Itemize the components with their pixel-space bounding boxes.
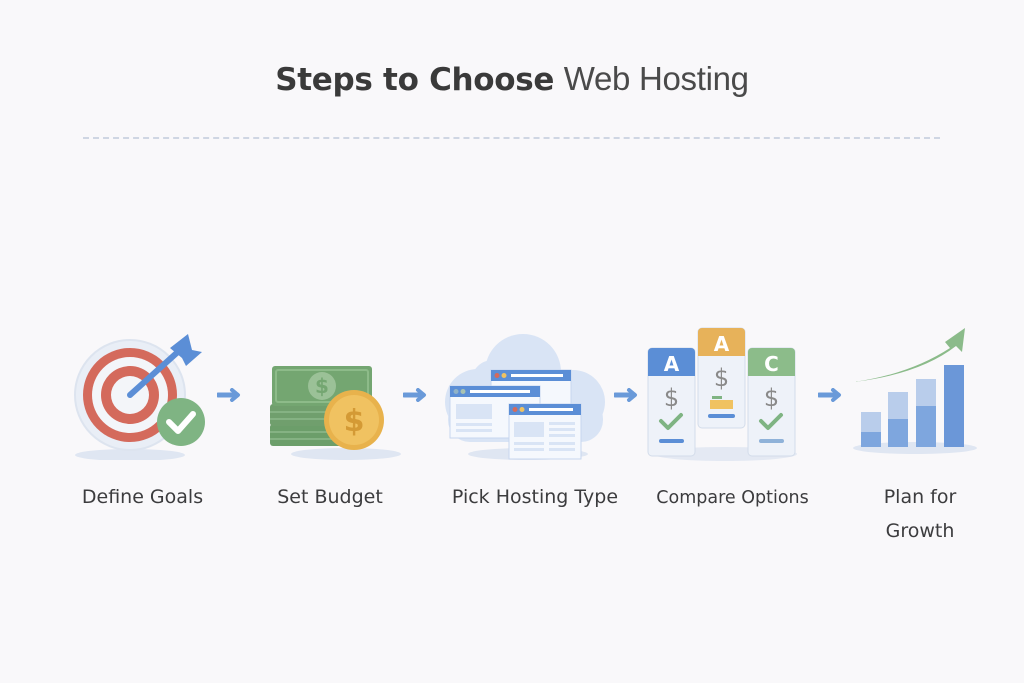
card-a: A $: [647, 347, 696, 457]
growth-chart-icon: [853, 328, 977, 454]
title-bold: Steps to Choose: [275, 62, 555, 98]
dashed-divider: [83, 137, 940, 139]
step-label-plan-line1: Plan for: [883, 486, 957, 508]
svg-text:$: $: [344, 404, 365, 439]
step-label-plan-for-growth: Plan for Growth: [850, 480, 990, 548]
svg-text:$: $: [714, 364, 729, 392]
svg-text:$: $: [315, 374, 329, 398]
target-with-check-icon: [74, 334, 205, 460]
step-label-compare-options: Compare Options: [656, 488, 809, 508]
arrow-right-icon: [818, 388, 841, 402]
arrow-right-icon: [614, 388, 637, 402]
page-title: Steps to Choose Web Hosting: [0, 60, 1024, 98]
arrow-right-icon: [403, 388, 426, 402]
step-label-set-budget: Set Budget: [277, 486, 383, 508]
title-light: Web Hosting: [563, 60, 749, 97]
card-b: A $: [697, 327, 746, 429]
comparison-cards-icon: A $ A $ C $: [647, 327, 797, 461]
arrow-right-icon: [217, 388, 240, 402]
money-stack-coin-icon: $ $: [270, 366, 401, 460]
cloud-windows-icon: [445, 334, 605, 460]
step-label-pick-hosting-type: Pick Hosting Type: [451, 486, 619, 508]
svg-text:A: A: [714, 332, 730, 356]
svg-text:$: $: [664, 384, 679, 412]
svg-text:C: C: [764, 352, 779, 376]
svg-text:$: $: [764, 384, 779, 412]
card-c: C $: [747, 347, 796, 457]
step-label-plan-line2: Growth: [885, 520, 955, 542]
step-label-define-goals: Define Goals: [81, 486, 204, 508]
svg-text:A: A: [664, 352, 680, 376]
